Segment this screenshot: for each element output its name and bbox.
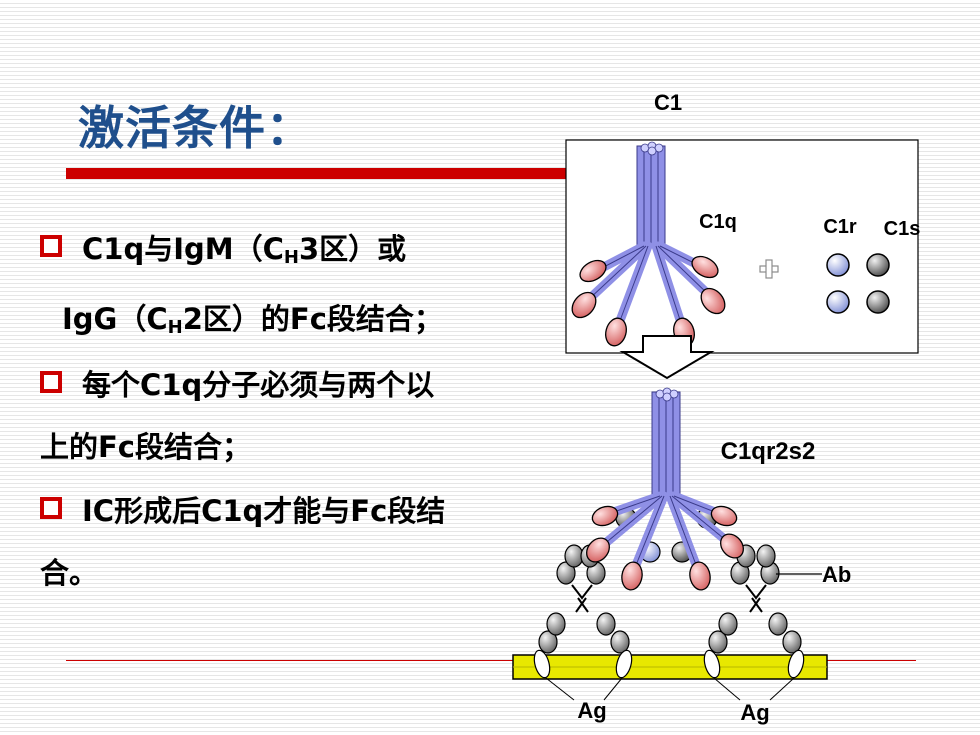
bullet-square-icon — [40, 235, 62, 257]
ag-label-left: Ag — [577, 698, 606, 723]
ag-label-right: Ag — [740, 700, 769, 725]
title-underline — [66, 168, 568, 179]
condition-line-4: 上的Fc段结合； — [40, 430, 252, 464]
c1q-bound-molecule — [586, 387, 744, 591]
c1s-label: C1s — [884, 218, 921, 240]
c1-label: C1 — [654, 90, 682, 115]
arrow-down-icon — [619, 335, 715, 380]
c1r-label: C1r — [823, 216, 857, 238]
condition-line-6: 合。 — [40, 556, 99, 590]
c1r-c1s-molecules — [826, 253, 890, 314]
c1qr2s2-label: C1qr2s2 — [721, 438, 816, 465]
condition-line-5: IC形成后C1q才能与Fc段结 — [40, 488, 445, 530]
divider-line-bottom — [66, 660, 916, 661]
c1q-label: C1q — [699, 211, 737, 233]
condition-line-2: IgG（CH2区）的Fc段结合； — [62, 302, 443, 338]
bullet-square-icon — [40, 371, 62, 393]
condition-line-3: 每个C1q分子必须与两个以 — [40, 362, 434, 404]
ab-label: Ab — [822, 562, 851, 587]
plus-icon — [759, 259, 779, 279]
c1q-molecule — [571, 141, 726, 347]
page-title: 激活条件： — [78, 101, 313, 155]
bullet-square-icon — [40, 497, 62, 519]
condition-line-1: C1q与IgM（CH3区）或 — [40, 226, 406, 268]
